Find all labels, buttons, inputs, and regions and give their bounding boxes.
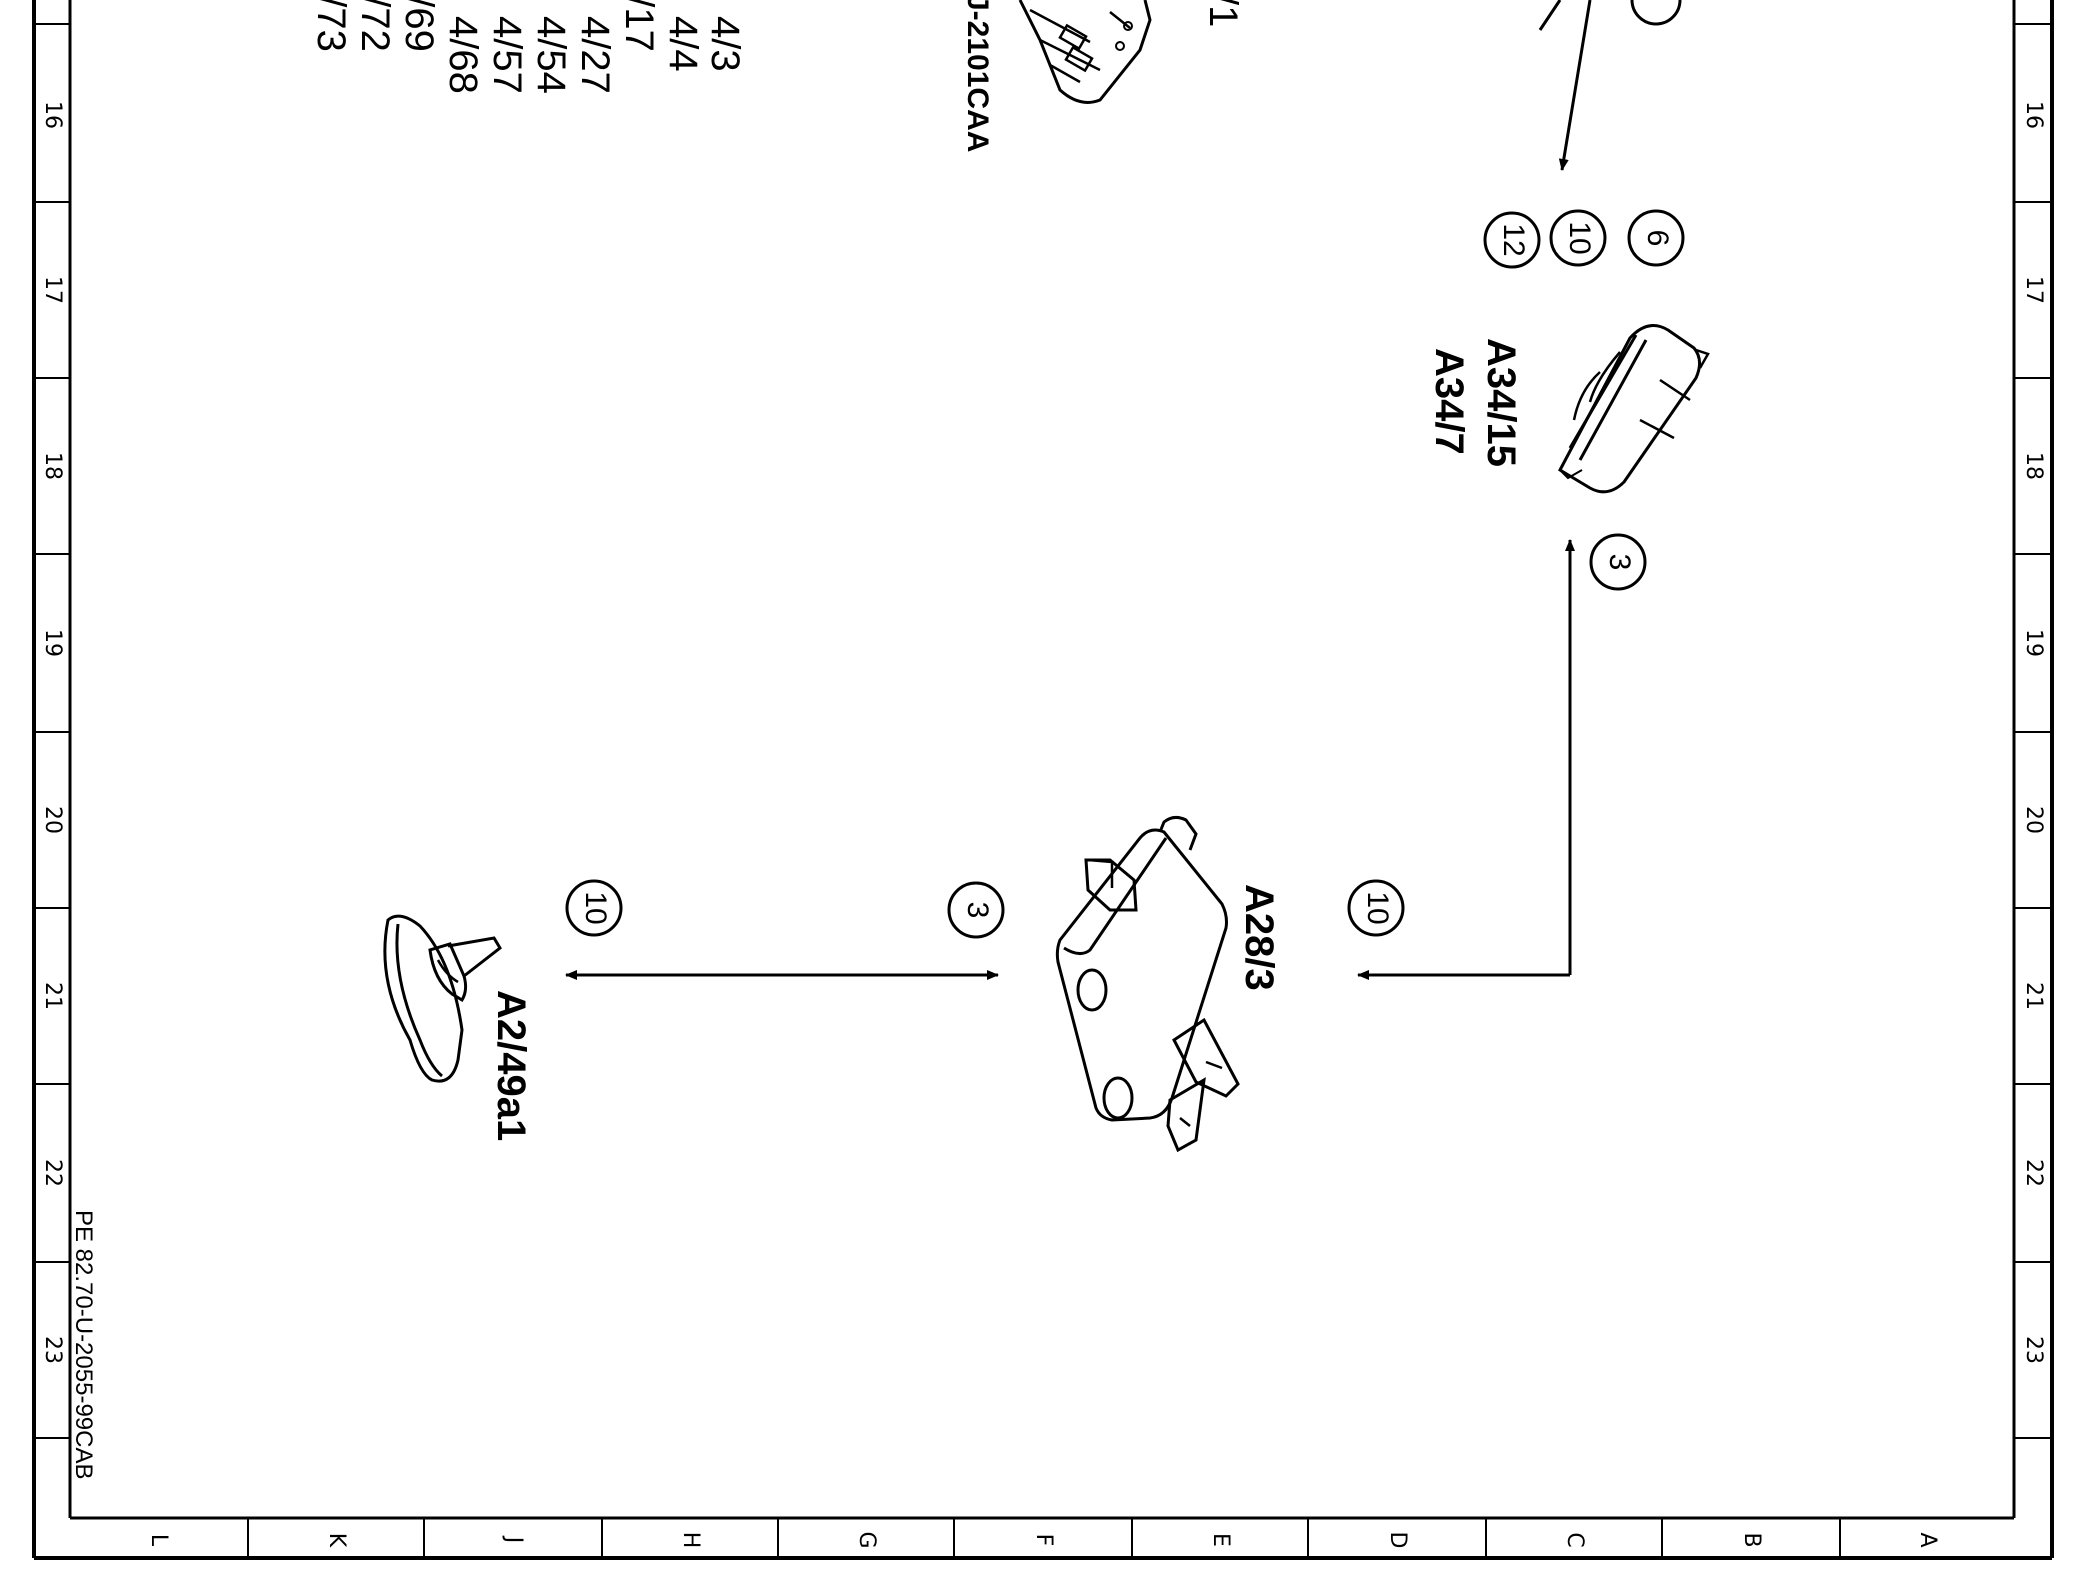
callout-circle [1589,533,1647,591]
connection-key-to-amplifier [1357,539,1575,980]
row-label: 22 [40,1159,65,1187]
key-module-callouts-top: 12 10 6 [1483,209,1685,269]
amplifier-icon [1055,815,1240,1153]
callout-circle [1627,209,1685,267]
top-feed-line [1538,0,1682,171]
row-label: 23 [2021,1336,2046,1364]
callout-circle [1347,879,1405,937]
row-labels-right: 16 17 18 19 20 21 22 23 [2021,101,2046,1364]
key-module-icon [1558,324,1710,494]
amplifier-label: A28/3 [1237,884,1281,991]
row-ticks [34,23,2052,1439]
connector-partial-label: J-2101CAA [961,0,994,152]
row-label: 16 [40,101,65,129]
column-labels: L K J H G F E D C B A [146,1531,1940,1548]
column-label: A [1915,1532,1940,1547]
column-ticks [247,1518,1841,1558]
row-label: 19 [2021,629,2046,657]
column-label: G [854,1531,879,1548]
column-label: E [1208,1533,1233,1547]
list-entry: 4/17 [617,0,661,52]
key-module-label: A34/15 [1479,338,1523,467]
drawing-number: PE 82.70-U-2055-99CAB [70,1210,97,1479]
list-entry: 4/73 [309,0,353,52]
list-entry: 4/4 [661,16,705,72]
row-label: 20 [40,806,65,834]
callout-number: 10 [1563,221,1596,254]
list-entry: 4/27 [573,16,617,94]
row-label: 20 [2021,806,2046,834]
row-label: 16 [2021,101,2046,129]
list-entry: 4/68 [441,16,485,94]
column-label: B [1739,1532,1764,1547]
row-label: 21 [40,982,65,1010]
row-label: 19 [40,629,65,657]
drawing-frame [32,0,2054,1560]
callout-number: 6 [1641,230,1674,247]
column-label: L [146,1534,171,1547]
list-entry: 4/54 [529,16,573,94]
column-label: H [678,1532,703,1549]
row-label: 21 [2021,982,2046,1010]
callout-number: 10 [579,891,612,924]
partial-top-ref: /1 [1201,0,1245,27]
callout-circle [1483,211,1541,269]
column-label: D [1385,1532,1410,1549]
partial-reference-list: 4/3 4/4 4/17 4/27 4/54 4/57 4/68 4/69 4/… [309,0,747,94]
row-labels-left: 16 17 18 19 20 21 22 23 [40,101,65,1364]
key-module-label: A34/7 [1427,348,1471,455]
connector-partial-icon [1018,0,1152,104]
row-label: 18 [2021,452,2046,480]
callout-number: 3 [1603,554,1636,571]
callout-circle [1549,209,1607,267]
list-entry: 4/72 [353,0,397,52]
antenna-icon [383,914,502,1083]
row-label: 23 [40,1336,65,1364]
callout-number: 10 [1361,891,1394,924]
antenna-label: A2/49a1 [489,990,533,1141]
callout-number: 12 [1497,223,1530,256]
callout-circle [947,881,1005,939]
column-label: C [1562,1532,1587,1547]
callout-circle [565,879,623,937]
column-label: K [324,1533,349,1548]
list-entry: 4/57 [485,16,529,94]
row-label: 17 [2021,276,2046,304]
list-entry: 4/69 [397,0,441,52]
list-entry: 4/3 [703,16,747,72]
callout-number: 3 [961,902,994,919]
column-label: J [501,1535,526,1544]
column-label: F [1031,1534,1056,1547]
row-label: 17 [40,276,65,304]
row-label: 18 [40,452,65,480]
row-label: 22 [2021,1159,2046,1187]
